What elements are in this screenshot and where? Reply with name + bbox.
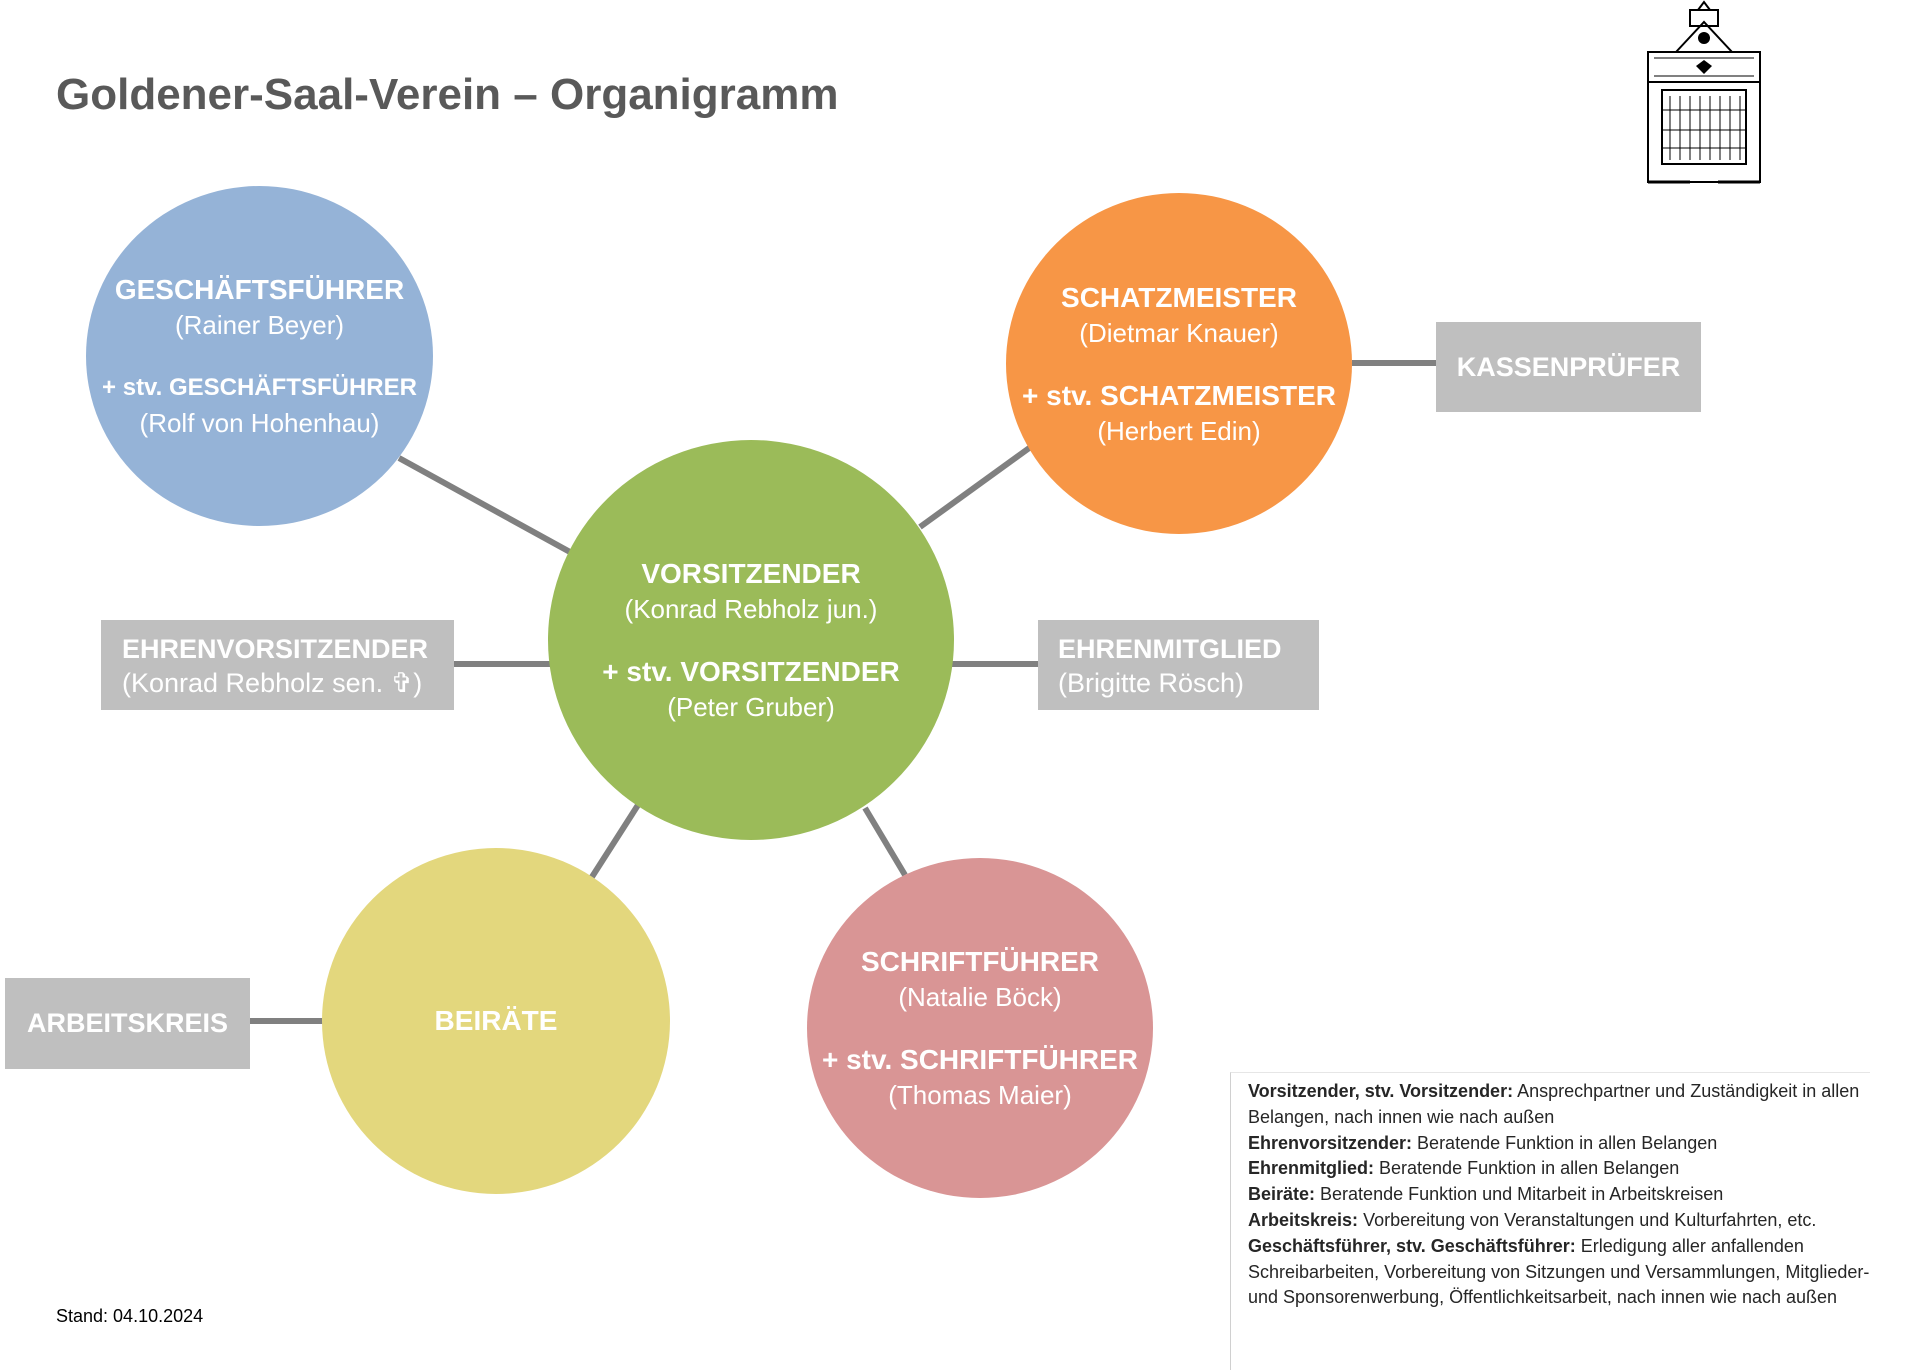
legend-term: Arbeitskreis: xyxy=(1248,1209,1359,1230)
node-schatzmeister: SCHATZMEISTER (Dietmar Knauer) + stv. SC… xyxy=(1006,193,1352,534)
legend-entry: Ehrenvorsitzender: Beratende Funktion in… xyxy=(1248,1131,1870,1157)
stv-geschaeftsfuehrer-person: (Rolf von Hohenhau) xyxy=(139,408,380,438)
line-vorsitzender-schriftfuehrer xyxy=(862,806,908,877)
legend-term: Ehrenvorsitzender: xyxy=(1248,1132,1413,1153)
schatzmeister-role: SCHATZMEISTER xyxy=(1061,281,1297,313)
legend-entry: Geschäftsführer, stv. Geschäftsführer: E… xyxy=(1248,1234,1870,1311)
arbeitskreis-role: ARBEITSKREIS xyxy=(26,1008,229,1038)
date-stamp: Stand: 04.10.2024 xyxy=(56,1306,204,1326)
line-vorsitzender-beiraete xyxy=(587,803,641,882)
stv-geschaeftsfuehrer-role: + stv. GESCHÄFTSFÜHRER xyxy=(102,374,417,401)
legend-term: Vorsitzender, stv. Vorsitzender: xyxy=(1248,1081,1514,1101)
node-vorsitzender: VORSITZENDER (Konrad Rebholz jun.) + stv… xyxy=(548,440,954,840)
legend-text: Vorbereitung von Veranstaltungen und Kul… xyxy=(1358,1209,1817,1230)
line-vorsitzender-schatzmeister xyxy=(918,443,1034,530)
legend-entry: Vorsitzender, stv. Vorsitzender: Ansprec… xyxy=(1248,1079,1870,1131)
legend-textbox: Vorsitzender, stv. Vorsitzender: Ansprec… xyxy=(1230,1072,1870,1370)
page-title: Goldener-Saal-Verein – Organigramm xyxy=(56,70,839,119)
node-ehrenmitglied: EHRENMITGLIED (Brigitte Rösch) xyxy=(1038,620,1319,710)
schriftfuehrer-role: SCHRIFTFÜHRER xyxy=(861,946,1099,977)
stv-vorsitzender-person: (Peter Gruber) xyxy=(667,692,835,722)
node-ehrenvorsitzender: EHRENVORSITZENDER (Konrad Rebholz sen. ✞… xyxy=(101,620,454,710)
schatzmeister-person: (Dietmar Knauer) xyxy=(1079,317,1279,348)
legend-text: Beratende Funktion in allen Belangen xyxy=(1412,1132,1718,1153)
node-geschaeftsfuehrer: GESCHÄFTSFÜHRER (Rainer Beyer) + stv. GE… xyxy=(86,186,433,526)
stv-schriftfuehrer-role: + stv. SCHRIFTFÜHRER xyxy=(821,1044,1139,1075)
geschaeftsfuehrer-role: GESCHÄFTSFÜHRER xyxy=(114,274,405,305)
legend-text: Erledigung aller anfallenden Schreibarbe… xyxy=(1248,1235,1870,1308)
ehrenmitglied-role: EHRENMITGLIED xyxy=(1058,634,1282,664)
node-schriftfuehrer: SCHRIFTFÜHRER (Natalie Böck) + stv. SCHR… xyxy=(807,858,1153,1198)
ehrenvorsitzender-role: EHRENVORSITZENDER xyxy=(122,634,429,664)
legend-entry: Ehrenmitglied: Beratende Funktion in all… xyxy=(1248,1156,1870,1182)
node-kassenpruefer: KASSENPRÜFER xyxy=(1436,322,1701,412)
legend-term: Ehrenmitglied: xyxy=(1248,1158,1375,1179)
legend-entry: Arbeitskreis: Vorbereitung von Veranstal… xyxy=(1248,1208,1870,1234)
legend-text: Beratende Funktion und Mitarbeit in Arbe… xyxy=(1315,1184,1724,1205)
goldener-saal-logo xyxy=(1647,0,1761,184)
legend-entry: Beiräte: Beratende Funktion und Mitarbei… xyxy=(1248,1182,1870,1208)
geschaeftsfuehrer-person: (Rainer Beyer) xyxy=(174,310,345,340)
ehrenmitglied-person: (Brigitte Rösch) xyxy=(1058,668,1245,698)
ehrenvorsitzender-person: (Konrad Rebholz sen. ✞) xyxy=(122,668,423,698)
vorsitzender-person: (Konrad Rebholz jun.) xyxy=(624,594,878,624)
schriftfuehrer-person: (Natalie Böck) xyxy=(898,982,1062,1012)
kassenpruefer-role: KASSENPRÜFER xyxy=(1456,351,1681,382)
node-arbeitskreis: ARBEITSKREIS xyxy=(5,978,250,1069)
beiraete-role: BEIRÄTE xyxy=(434,1005,558,1036)
legend-term: Geschäftsführer, stv. Geschäftsführer: xyxy=(1248,1235,1576,1256)
legend-text: Ansprechpartner und Zuständigkeit in all… xyxy=(1248,1081,1860,1127)
stv-schatzmeister-role: + stv. SCHATZMEISTER xyxy=(1021,379,1336,411)
node-beiraete: BEIRÄTE xyxy=(322,848,670,1194)
line-vorsitzender-geschaeftsfuehrer xyxy=(397,455,572,555)
legend-text: Beratende Funktion in allen Belangen xyxy=(1374,1158,1680,1179)
stv-schatzmeister-person: (Herbert Edin) xyxy=(1097,415,1261,446)
stv-vorsitzender-role: + stv. VORSITZENDER xyxy=(602,656,900,687)
legend-term: Beiräte: xyxy=(1248,1184,1316,1205)
stv-schriftfuehrer-person: (Thomas Maier) xyxy=(888,1080,1072,1110)
vorsitzender-role: VORSITZENDER xyxy=(641,558,861,589)
